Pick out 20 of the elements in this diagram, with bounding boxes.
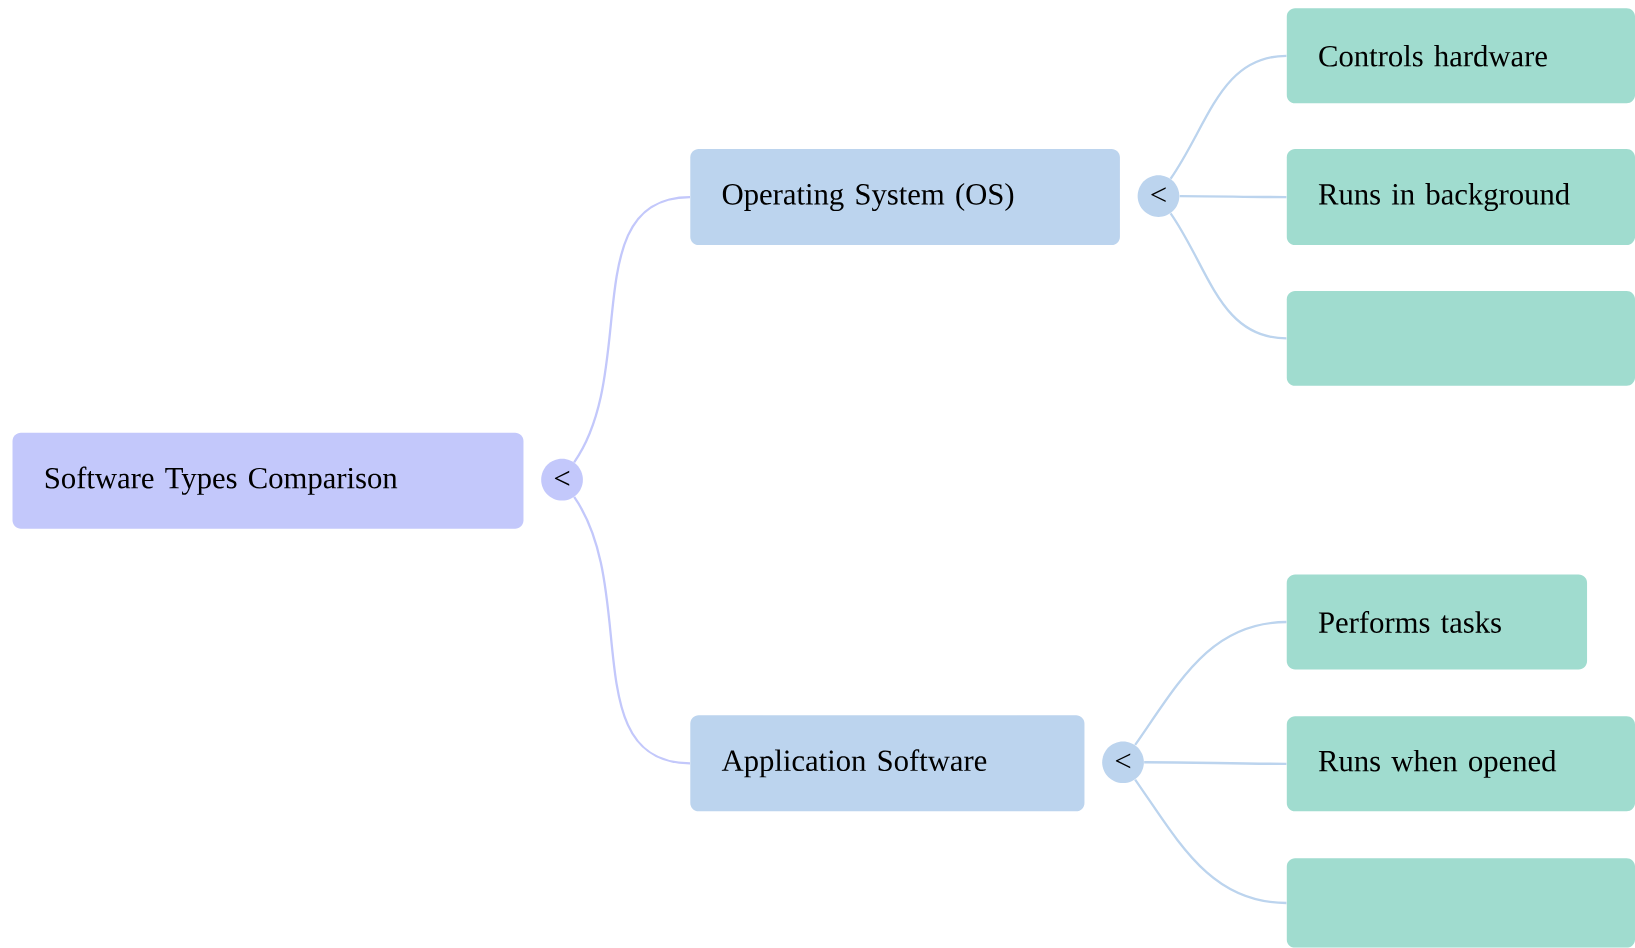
- leaf-box: Runs when opened: [1286, 716, 1635, 812]
- connector-line: [1134, 620, 1287, 746]
- connector-line: [1144, 761, 1287, 766]
- connector-line: [1179, 194, 1287, 199]
- collapse-button: <: [1137, 175, 1180, 217]
- collapse-button: <: [1102, 741, 1144, 784]
- connector-line: [573, 196, 691, 463]
- leaf-box: Performs tasks: [1286, 574, 1588, 670]
- topic-box: Application Software: [690, 715, 1085, 812]
- connector-line: [1134, 778, 1287, 905]
- connector-line: [573, 496, 691, 765]
- root-box: Software Types Comparison: [12, 432, 524, 529]
- collapse-button: <: [541, 458, 583, 501]
- connector-line: [1169, 212, 1287, 340]
- leaf-box: [1286, 858, 1635, 948]
- leaf-box: [1286, 291, 1635, 386]
- leaf-box: Controls hardware: [1286, 8, 1635, 104]
- connector-line: [1169, 54, 1287, 180]
- leaf-box: Runs in background: [1286, 149, 1635, 246]
- topic-box: Operating System (OS): [690, 149, 1120, 246]
